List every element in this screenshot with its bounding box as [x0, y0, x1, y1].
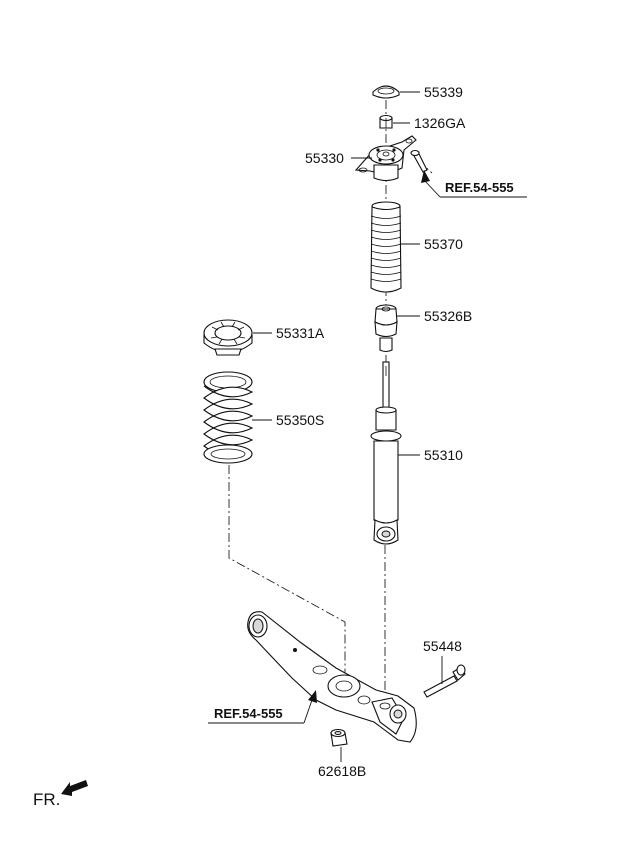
nut-1326GA[interactable] — [379, 114, 393, 129]
label-55370: 55370 — [424, 236, 463, 252]
nut-62618B[interactable] — [330, 728, 348, 747]
ref-label-bottom: REF.54-555 — [214, 706, 283, 721]
shock-absorber-55310[interactable] — [370, 361, 402, 545]
dust-cover-55370[interactable] — [370, 201, 402, 293]
mount-bolt[interactable] — [410, 149, 428, 173]
ref-label-top: REF.54-555 — [445, 180, 514, 195]
label-55310: 55310 — [424, 447, 463, 463]
ref-top-arrow — [421, 170, 527, 198]
label-55339: 55339 — [424, 84, 463, 100]
front-label: FR. — [33, 790, 60, 809]
label-55331A: 55331A — [276, 325, 325, 341]
cap-55339[interactable] — [372, 85, 400, 99]
bump-stopper-55326B[interactable] — [374, 304, 398, 353]
ref-bottom-arrow — [208, 690, 317, 724]
lower-control-arm[interactable] — [247, 611, 417, 743]
label-55448: 55448 — [423, 638, 462, 654]
label-62618B: 62618B — [318, 763, 366, 779]
top-mount-55330[interactable] — [354, 135, 417, 182]
label-55326B: 55326B — [424, 308, 472, 324]
front-direction-arrow-icon — [61, 780, 88, 796]
label-55330: 55330 — [305, 150, 344, 166]
label-55350S: 55350S — [276, 412, 324, 428]
coil-spring-55350S[interactable] — [203, 371, 254, 464]
bolt-55448[interactable] — [423, 664, 466, 698]
spring-pad-55331A[interactable] — [203, 319, 253, 356]
label-1326GA: 1326GA — [414, 115, 466, 131]
